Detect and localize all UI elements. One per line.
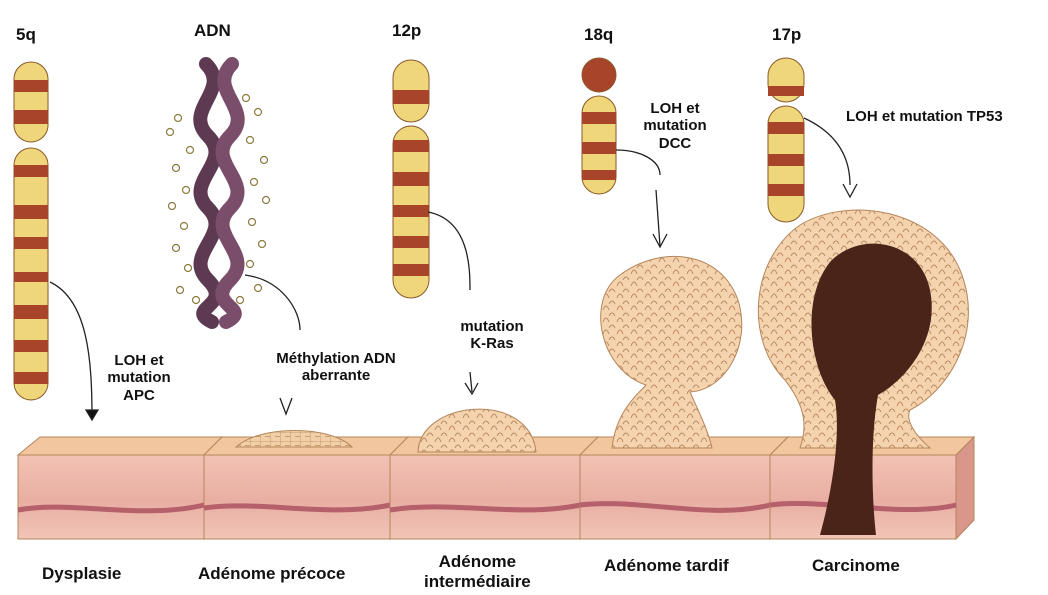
- annotation-dcc: LOH et mutation DCC: [640, 100, 710, 152]
- dna-helix: [167, 64, 270, 322]
- tissue-block: [204, 431, 408, 540]
- tissue-block: [580, 256, 788, 539]
- stage-label-adenome-precoce: Adénome précoce: [198, 564, 345, 584]
- annotation-methylation: Méthylation ADN aberrante: [266, 350, 406, 385]
- tissue-block: [18, 437, 222, 539]
- chromosome-17p: [768, 58, 804, 222]
- chromosome-18q: [582, 58, 616, 194]
- chromosome-12p: [393, 60, 429, 298]
- tissue-block: [390, 409, 598, 539]
- chromosome-label-adn: ADN: [194, 21, 231, 41]
- stage-label-adenome-intermediaire: Adénome intermédiaire: [424, 552, 531, 591]
- stage-label-dysplasie: Dysplasie: [42, 564, 121, 584]
- chromosome-label-12p: 12p: [392, 21, 421, 41]
- chromosome-label-5q: 5q: [16, 25, 36, 45]
- annotation-apc: LOH et mutation APC: [104, 352, 174, 404]
- stage-label-adenome-tardif: Adénome tardif: [604, 556, 729, 576]
- tissue-block: [758, 210, 974, 539]
- chromosome-label-18q: 18q: [584, 25, 613, 45]
- annotation-kras: mutation K-Ras: [452, 318, 532, 353]
- annotation-tp53: LOH et mutation TP53: [846, 108, 1003, 125]
- chromosome-label-17p: 17p: [772, 25, 801, 45]
- stage-label-carcinome: Carcinome: [812, 556, 900, 576]
- chromosome-5q: [14, 62, 48, 400]
